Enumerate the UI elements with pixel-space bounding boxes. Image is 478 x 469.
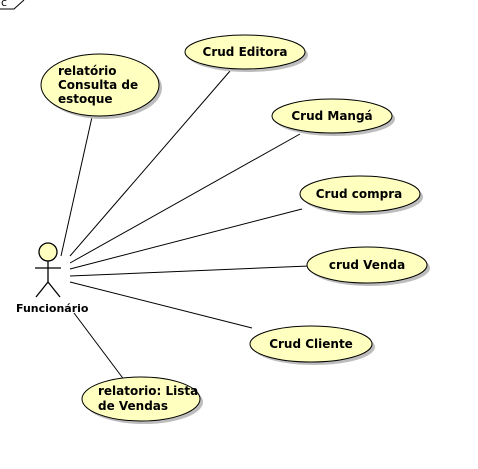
actor-funcionario[interactable]: Funcionário <box>16 242 89 315</box>
use-case-label: crud Venda <box>329 258 405 272</box>
use-case-label-line: relatorio: Lista <box>98 384 198 398</box>
use-case-crud-venda[interactable]: crud Venda <box>306 246 430 286</box>
use-case-crud-cliente[interactable]: Crud Cliente <box>249 325 375 365</box>
actor-stick-figure-icon <box>35 242 61 298</box>
use-case-label: Crud Editora <box>203 45 288 59</box>
association-crud-venda <box>69 265 310 277</box>
use-case-label-line: Consulta de <box>58 78 138 92</box>
use-case-crud-compra[interactable]: Crud compra <box>299 175 423 215</box>
associations <box>60 70 310 382</box>
association-relatorio-estoque <box>60 116 93 257</box>
use-case-crud-editora[interactable]: Crud Editora <box>184 34 308 72</box>
use-case-label-line: relatório <box>58 64 117 78</box>
use-case-crud-manga[interactable]: Crud Mangá <box>271 98 395 136</box>
association-crud-editora <box>69 70 231 257</box>
use-case-label: Crud Mangá <box>291 109 372 123</box>
use-case-relatorio-consulta-estoque[interactable]: relatório Consulta de estoque <box>40 53 162 119</box>
use-case-relatorio-lista-vendas[interactable]: relatorio: Lista de Vendas <box>81 376 203 424</box>
use-case-label: Crud compra <box>316 187 403 201</box>
association-crud-manga <box>69 133 301 264</box>
use-case-label: Crud Cliente <box>269 337 353 351</box>
association-crud-cliente <box>69 281 253 329</box>
diagram-frame-tag: uc <box>0 0 7 9</box>
use-case-label-line: de Vendas <box>98 399 168 413</box>
association-crud-compra <box>69 208 303 270</box>
use-case-label-line: estoque <box>58 92 113 106</box>
diagram-frame: uc <box>0 0 25 10</box>
association-relatorio-vendas <box>73 312 126 382</box>
actor-name: Funcionário <box>16 302 89 315</box>
